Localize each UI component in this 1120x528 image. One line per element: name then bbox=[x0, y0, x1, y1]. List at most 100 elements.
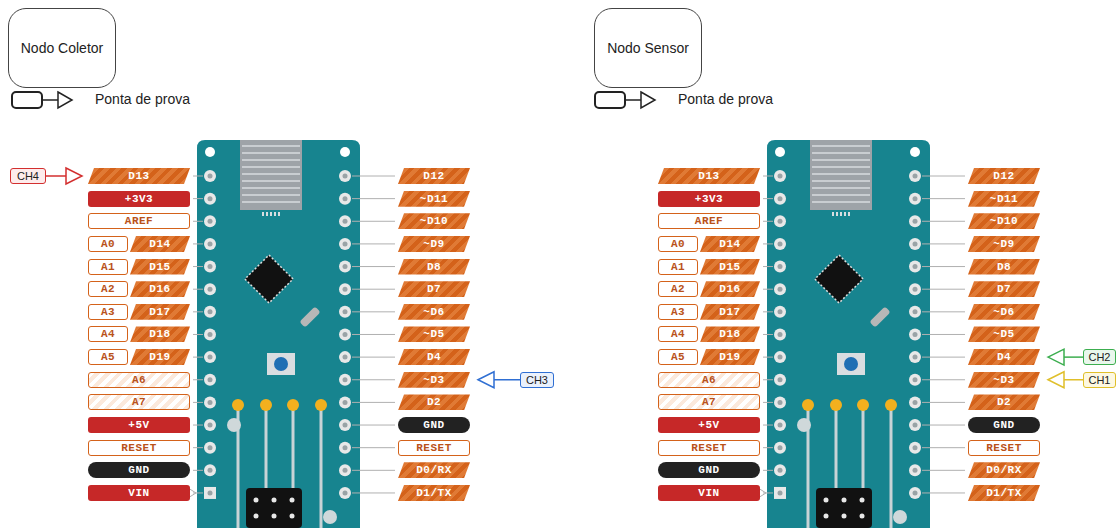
trace bbox=[890, 405, 893, 528]
usb-ridge bbox=[812, 145, 870, 147]
pin-leader bbox=[763, 357, 773, 358]
pin-label: ~D6 bbox=[968, 304, 1040, 320]
legend-probe-sample bbox=[12, 92, 72, 108]
icsp-header bbox=[816, 488, 872, 528]
pin-hole bbox=[343, 445, 348, 450]
pin-hole bbox=[208, 423, 213, 428]
pin-hole bbox=[913, 332, 918, 337]
pin-pad bbox=[774, 464, 786, 476]
pin-pad bbox=[774, 170, 786, 182]
pin-leader bbox=[922, 266, 965, 267]
usb-contact bbox=[848, 212, 850, 216]
pin-leader bbox=[763, 266, 773, 267]
pin-label: D8 bbox=[398, 259, 470, 275]
pin-label: GND bbox=[88, 462, 190, 478]
header-pin bbox=[842, 514, 847, 519]
icsp-header bbox=[246, 488, 302, 528]
usb-ridge bbox=[242, 194, 300, 196]
reset-button bbox=[267, 353, 295, 375]
board-pcb bbox=[197, 140, 360, 528]
pin-hole bbox=[343, 400, 348, 405]
pin-label: D2 bbox=[398, 394, 470, 410]
pin-leader bbox=[922, 379, 965, 380]
pin-pad bbox=[339, 464, 351, 476]
usb-contact bbox=[278, 212, 280, 216]
pin-label: D14 bbox=[700, 236, 760, 252]
pin-hole bbox=[913, 377, 918, 382]
channel-name: CH4 bbox=[17, 170, 39, 182]
pin-label: D15 bbox=[700, 259, 760, 275]
pin-hole bbox=[913, 468, 918, 473]
pin-leader bbox=[193, 470, 203, 471]
usb-ridge bbox=[242, 201, 300, 203]
pin-leader bbox=[763, 425, 773, 426]
pin-pad bbox=[909, 328, 921, 340]
pin-leader bbox=[352, 221, 395, 222]
header-pin bbox=[860, 498, 865, 503]
pin-pad bbox=[909, 283, 921, 295]
pin-leader bbox=[763, 198, 773, 199]
usb-ridge bbox=[242, 173, 300, 175]
node-title-box: Nodo Coletor bbox=[8, 8, 116, 88]
pin-pad bbox=[339, 283, 351, 295]
pin-leader bbox=[193, 266, 203, 267]
reset-button-cap bbox=[844, 357, 858, 371]
pin-label: AREF bbox=[88, 213, 190, 229]
pin-label: ~D3 bbox=[968, 372, 1040, 388]
pin-label: D17 bbox=[700, 304, 760, 320]
pin-hole bbox=[778, 309, 783, 314]
probe-channel-box: CH3 bbox=[520, 372, 554, 388]
pin-pad bbox=[204, 238, 216, 250]
header-pin bbox=[272, 498, 277, 503]
pin-hole bbox=[778, 355, 783, 360]
pin-leader bbox=[352, 198, 395, 199]
probe-ch4 bbox=[46, 168, 82, 184]
nano-board bbox=[176, 140, 395, 528]
pin-pad bbox=[204, 215, 216, 227]
pin-label: +5V bbox=[88, 417, 190, 433]
pin-label: A0 bbox=[88, 236, 128, 252]
pin-leader bbox=[922, 176, 965, 177]
pin-pad bbox=[774, 306, 786, 318]
channel-name: CH2 bbox=[1088, 351, 1110, 363]
pin-pad bbox=[339, 374, 351, 386]
pin-label: A4 bbox=[658, 326, 698, 342]
usb-ridge bbox=[242, 180, 300, 182]
crystal bbox=[299, 306, 320, 327]
pin-label: VIN bbox=[88, 485, 190, 501]
led bbox=[802, 399, 814, 411]
microcontroller-chip bbox=[815, 255, 863, 303]
usb-ridge bbox=[812, 201, 870, 203]
pin-pad bbox=[909, 442, 921, 454]
pin-label: +5V bbox=[658, 417, 760, 433]
pin-leader bbox=[352, 176, 395, 177]
led bbox=[857, 399, 869, 411]
pin-label: A3 bbox=[658, 304, 698, 320]
pin-hole bbox=[778, 264, 783, 269]
pin-hole bbox=[913, 400, 918, 405]
pin-label: D17 bbox=[130, 304, 190, 320]
pin-leader bbox=[763, 311, 773, 312]
pin-pad bbox=[204, 419, 216, 431]
pin-pad bbox=[339, 442, 351, 454]
pin-hole bbox=[913, 309, 918, 314]
usb-contact bbox=[840, 212, 842, 216]
pin-hole bbox=[913, 355, 918, 360]
usb-ridge bbox=[812, 187, 870, 189]
pin-label: +3V3 bbox=[658, 191, 760, 207]
led bbox=[232, 399, 244, 411]
pin-leader bbox=[922, 425, 965, 426]
pin-pad bbox=[774, 351, 786, 363]
usb-contact bbox=[262, 212, 264, 216]
pin-pad bbox=[204, 374, 216, 386]
pin-leader bbox=[763, 176, 773, 177]
pin-leader bbox=[193, 425, 203, 426]
pin-label: A1 bbox=[88, 259, 128, 275]
mount-hole bbox=[775, 147, 785, 157]
pin-hole bbox=[913, 445, 918, 450]
usb-ridge bbox=[812, 166, 870, 168]
pin-hole bbox=[778, 287, 783, 292]
pin-label: D14 bbox=[130, 236, 190, 252]
pin-pad bbox=[774, 261, 786, 273]
mount-hole bbox=[205, 147, 215, 157]
